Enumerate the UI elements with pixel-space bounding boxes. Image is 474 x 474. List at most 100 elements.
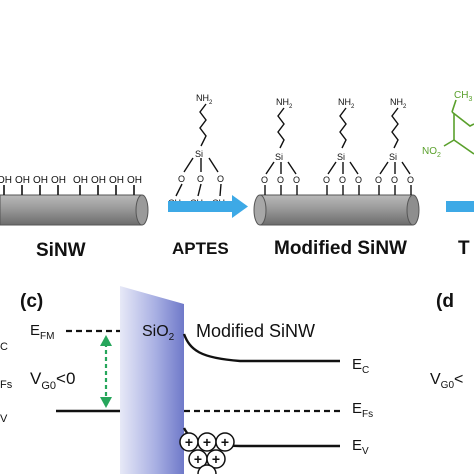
svg-text:+: + bbox=[194, 451, 202, 467]
nitro-bond bbox=[443, 139, 455, 147]
hole bbox=[197, 464, 217, 474]
sio2-label: SiO2 bbox=[142, 323, 175, 343]
bare-sinw-body bbox=[0, 194, 143, 226]
aptes-molecule bbox=[175, 103, 222, 197]
grafted-oxygen: O bbox=[375, 175, 382, 185]
left-fragment-ev-sub: V bbox=[0, 413, 8, 425]
hole: + bbox=[197, 432, 217, 452]
aptes-propyl-chain bbox=[199, 103, 207, 147]
grafted-oxygen: O bbox=[277, 175, 284, 185]
aptes-oxygen: O bbox=[217, 174, 224, 184]
aptes-bond bbox=[208, 157, 219, 173]
grafted-aptes-labels: NH2 NH2 NH2 Si Si Si O O O O O O O O O bbox=[261, 97, 414, 185]
ev-label: EV bbox=[352, 437, 369, 457]
oh-label: OH bbox=[15, 175, 30, 186]
panel-c-label: (c) bbox=[20, 291, 43, 312]
reaction-arrow-head bbox=[232, 195, 248, 218]
grafted-oxygen: O bbox=[261, 175, 268, 185]
svg-text:+: + bbox=[185, 434, 193, 450]
left-fragment-efs-sub: Fs bbox=[0, 379, 13, 391]
grafted-oxygen: O bbox=[339, 175, 346, 185]
gate-voltage-label: VG0<0 bbox=[30, 369, 75, 392]
aptes-amine: NH2 bbox=[196, 93, 213, 106]
left-fragment-ec-sub: C bbox=[0, 341, 8, 353]
grafted-si: Si bbox=[389, 152, 397, 162]
svg-text:+: + bbox=[203, 434, 211, 450]
aptes-bond bbox=[197, 183, 202, 197]
gate-voltage-arrow bbox=[100, 335, 112, 408]
panel-d-gate-voltage: VG0< bbox=[430, 371, 463, 391]
grafted-amine: NH2 bbox=[390, 97, 407, 110]
oh-label: OH bbox=[127, 175, 142, 186]
grafted-amine: NH2 bbox=[338, 97, 355, 110]
grafted-bond bbox=[327, 161, 337, 175]
modified-sinw bbox=[253, 194, 420, 226]
hole: + bbox=[206, 449, 226, 469]
oh-label: OH bbox=[91, 175, 106, 186]
panel-d-label: (d bbox=[436, 291, 454, 312]
next-step-arrow bbox=[446, 201, 474, 212]
nitro-group-label: NO2 bbox=[422, 146, 441, 159]
sio2-oxide-band bbox=[120, 286, 184, 474]
nitro-fragment-labels: NO2 CH3 bbox=[422, 90, 472, 159]
modified-sinw-cap-right bbox=[406, 194, 420, 226]
holes: + + + + + bbox=[179, 432, 235, 474]
grafted-chain bbox=[391, 107, 399, 149]
cut-off-label: T bbox=[458, 238, 470, 259]
grafted-bond bbox=[379, 161, 389, 175]
bare-sinw-end bbox=[135, 194, 149, 226]
oh-label: OH bbox=[33, 175, 48, 186]
oh-label: OH bbox=[51, 175, 66, 186]
modified-sinw-body bbox=[259, 194, 414, 226]
efm-label: EFM bbox=[30, 322, 54, 342]
svg-text:+: + bbox=[221, 434, 229, 450]
oh-groups: OH OH OH OH OH OH OH OH bbox=[0, 175, 142, 195]
modified-sinw-panel-label: Modified SiNW bbox=[196, 321, 315, 341]
efs-label: EFs bbox=[352, 400, 373, 420]
hole: + bbox=[215, 432, 235, 452]
grafted-amine: NH2 bbox=[276, 97, 293, 110]
ec-label: EC bbox=[352, 356, 369, 376]
grafted-oxygen: O bbox=[323, 175, 330, 185]
oh-label: OH bbox=[0, 175, 12, 186]
ring-bond bbox=[453, 139, 474, 155]
grafted-bond bbox=[265, 161, 275, 175]
grafted-bond bbox=[287, 161, 297, 175]
aptes-bond bbox=[219, 183, 222, 197]
aptes-bond bbox=[175, 183, 183, 197]
aptes-oxygen: O bbox=[178, 174, 185, 184]
grafted-bond bbox=[349, 161, 359, 175]
gate-voltage-arrow-head-down bbox=[100, 397, 112, 408]
sinw-label: SiNW bbox=[36, 240, 86, 261]
grafted-bond bbox=[401, 161, 411, 175]
grafted-oxygen: O bbox=[293, 175, 300, 185]
grafted-oxygen: O bbox=[407, 175, 414, 185]
left-fragment: C Fs V bbox=[0, 341, 13, 425]
nitro-molecule-fragment bbox=[443, 99, 474, 155]
modified-sinw-label: Modified SiNW bbox=[274, 238, 407, 259]
gate-voltage-arrow-head-up bbox=[100, 335, 112, 346]
bare-sinw bbox=[0, 194, 149, 226]
reaction-arrow-shaft bbox=[168, 201, 232, 212]
svg-text:+: + bbox=[212, 451, 220, 467]
methyl-group-label: CH3 bbox=[454, 90, 472, 103]
conduction-band bbox=[182, 333, 340, 363]
aptes-oxygen: O bbox=[197, 174, 204, 184]
grafted-chain bbox=[339, 107, 347, 149]
aptes-si: Si bbox=[195, 149, 203, 159]
grafted-aptes bbox=[264, 107, 412, 195]
ring-bond bbox=[451, 111, 474, 127]
oh-label: OH bbox=[109, 175, 124, 186]
aptes-label: APTES bbox=[172, 239, 229, 258]
grafted-chain bbox=[277, 107, 285, 149]
reaction-arrow-aptes bbox=[168, 195, 248, 218]
grafted-si: Si bbox=[275, 152, 283, 162]
grafted-oxygen: O bbox=[355, 175, 362, 185]
hole: + bbox=[179, 432, 199, 452]
grafted-si: Si bbox=[337, 152, 345, 162]
oh-label: OH bbox=[73, 175, 88, 186]
modified-sinw-cap-left bbox=[253, 194, 267, 226]
methyl-bond bbox=[451, 99, 457, 113]
grafted-oxygen: O bbox=[391, 175, 398, 185]
